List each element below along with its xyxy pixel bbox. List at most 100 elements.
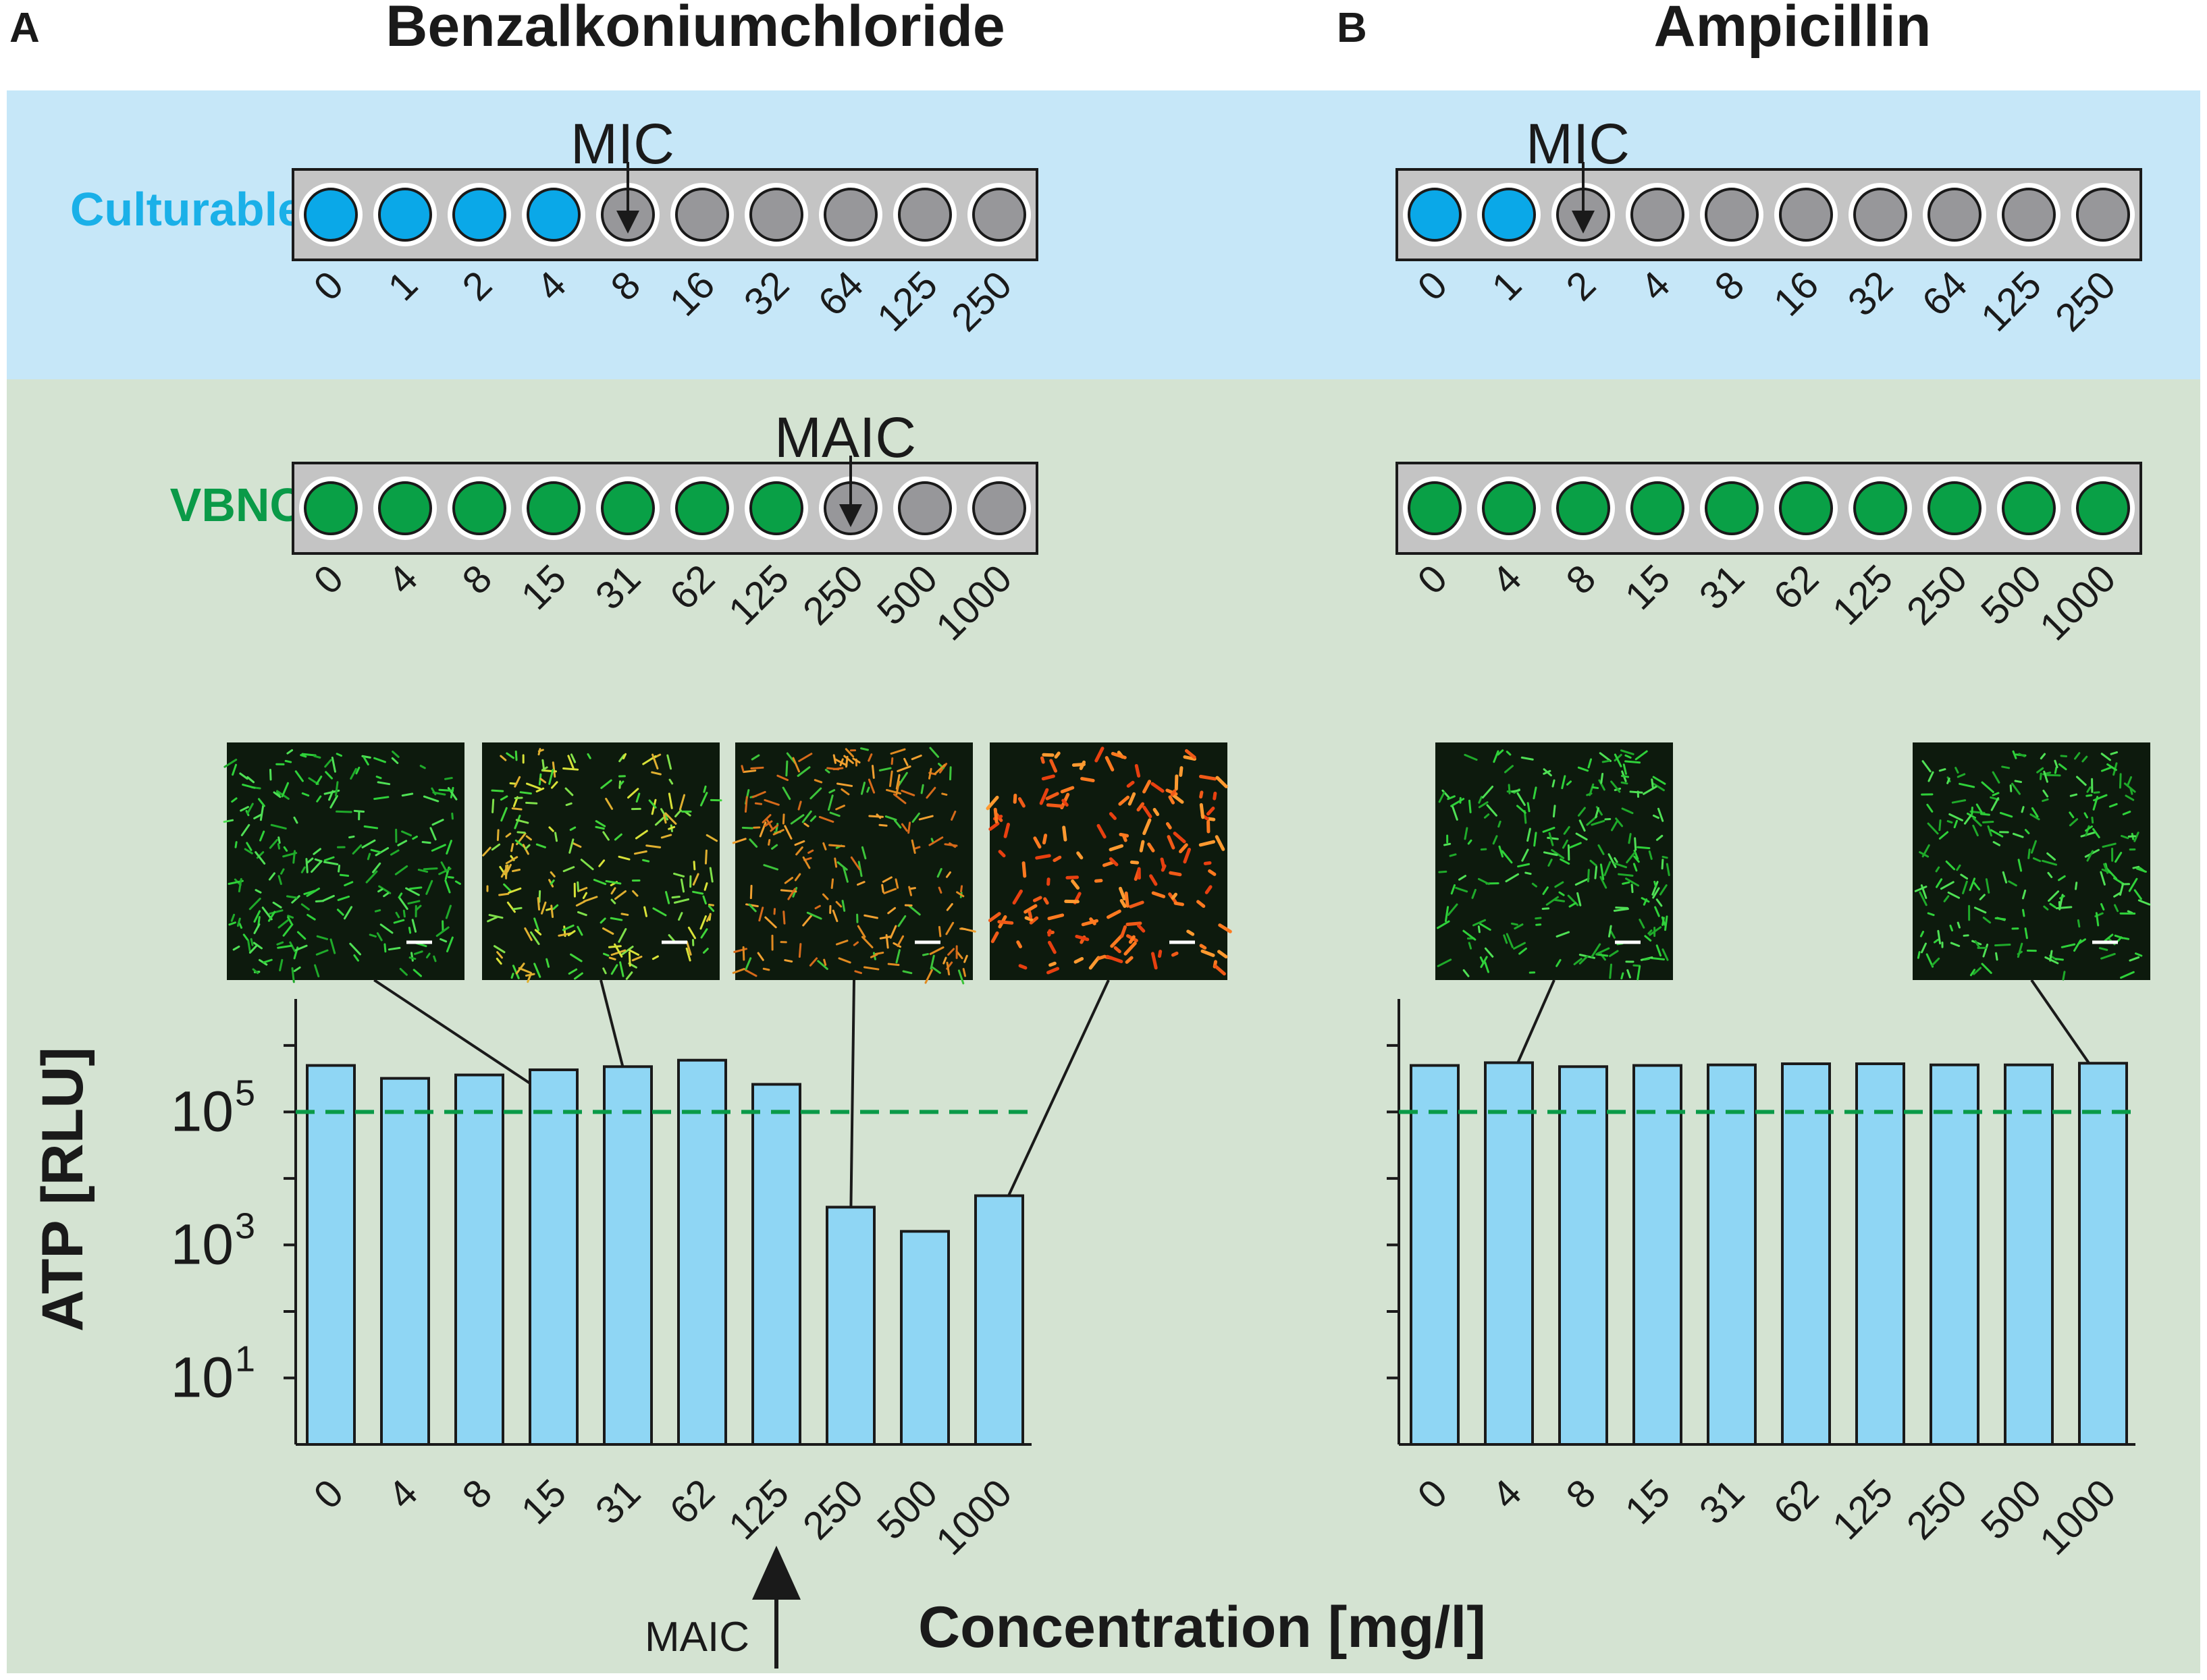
cell-mark xyxy=(567,755,575,769)
cell-mark xyxy=(444,777,453,780)
cell-mark xyxy=(1987,825,1993,837)
cell-mark xyxy=(525,782,541,790)
cell-mark xyxy=(1171,892,1178,900)
cell-mark xyxy=(1597,844,1605,855)
cell-mark xyxy=(1981,781,1994,793)
cell-mark xyxy=(535,843,546,848)
cell-mark xyxy=(947,948,955,956)
cell-mark xyxy=(2135,867,2147,873)
cell-mark xyxy=(574,972,583,980)
micrograph-frame xyxy=(482,742,720,980)
cell-mark xyxy=(801,810,812,823)
cell-mark xyxy=(1999,811,2013,818)
cell-mark xyxy=(595,820,606,828)
cell-mark xyxy=(1994,917,2006,921)
cell-mark xyxy=(2040,753,2046,760)
cell-mark xyxy=(240,823,250,836)
cell-mark xyxy=(1535,917,1542,920)
cell-mark xyxy=(924,969,933,984)
cell-mark xyxy=(583,896,598,902)
cell-mark xyxy=(1102,860,1116,867)
cell-mark xyxy=(375,776,382,780)
cell-mark xyxy=(390,849,400,856)
cell-mark xyxy=(273,791,282,798)
cell-mark xyxy=(569,826,577,831)
cell-mark xyxy=(1655,834,1664,841)
cell-mark xyxy=(535,787,545,792)
cell-mark xyxy=(1653,880,1657,888)
cell-mark xyxy=(334,781,339,797)
cell-mark xyxy=(860,747,870,751)
well xyxy=(824,188,878,242)
cell-mark xyxy=(313,755,321,759)
cell-mark xyxy=(668,792,673,809)
marker-arrowhead xyxy=(839,504,862,527)
cell-mark xyxy=(1200,949,1215,957)
cell-mark xyxy=(2119,773,2122,789)
cell-mark xyxy=(2021,806,2025,813)
cell-mark xyxy=(1963,815,1972,825)
cell-mark xyxy=(956,891,965,898)
cell-mark xyxy=(608,956,616,960)
cell-mark xyxy=(660,834,672,839)
cell-mark xyxy=(1651,881,1659,896)
cell-mark xyxy=(857,925,866,938)
cell-mark xyxy=(336,909,344,916)
cell-mark xyxy=(666,754,672,770)
cell-mark xyxy=(1610,930,1616,939)
cell-mark xyxy=(618,928,627,943)
cell-mark xyxy=(885,934,889,949)
well xyxy=(2002,188,2056,242)
y-tick-exponent: 3 xyxy=(235,1205,255,1246)
cell-mark xyxy=(277,944,293,949)
cell-mark xyxy=(843,867,849,883)
cell-mark xyxy=(1468,942,1472,950)
cell-mark xyxy=(949,842,957,848)
cell-mark xyxy=(394,865,408,875)
cell-mark xyxy=(2011,782,2021,795)
cell-mark xyxy=(934,763,946,776)
cell-mark xyxy=(503,883,512,892)
cell-mark xyxy=(744,796,748,813)
cell-mark xyxy=(1955,767,1959,774)
cell-mark xyxy=(876,813,882,819)
cell-mark xyxy=(1080,777,1095,782)
cell-mark xyxy=(1594,865,1598,879)
cell-mark xyxy=(902,970,913,975)
cell-mark xyxy=(860,782,866,795)
well xyxy=(1705,188,1759,242)
well xyxy=(601,481,655,535)
cell-mark xyxy=(1633,849,1639,860)
cell-mark xyxy=(882,876,893,883)
cell-mark xyxy=(269,838,278,849)
micrograph-connector xyxy=(373,979,541,1091)
cell-mark xyxy=(2014,780,2023,784)
cell-mark xyxy=(487,916,498,923)
cell-mark xyxy=(931,966,941,974)
cell-mark xyxy=(413,969,423,977)
cell-mark xyxy=(1661,859,1664,870)
cell-mark xyxy=(817,960,828,970)
cell-mark xyxy=(1012,889,1023,905)
cell-mark xyxy=(1111,752,1127,759)
cell-mark xyxy=(1615,906,1628,909)
micrograph xyxy=(482,742,722,1087)
cell-mark xyxy=(693,861,696,871)
marker-label: MIC xyxy=(570,112,674,175)
cell-mark xyxy=(1450,884,1456,895)
cell-mark xyxy=(506,901,516,913)
cell-mark xyxy=(888,770,893,788)
cell-mark xyxy=(2113,892,2121,898)
cell-mark xyxy=(550,904,554,918)
cell-mark xyxy=(828,844,845,848)
cell-mark xyxy=(1957,773,1966,778)
cell-mark xyxy=(732,968,745,974)
cell-mark xyxy=(1618,873,1634,877)
cell-mark xyxy=(2024,927,2028,940)
cell-mark xyxy=(491,843,501,851)
cell-mark xyxy=(1462,969,1470,977)
cell-mark xyxy=(253,923,261,934)
cell-mark xyxy=(2129,956,2140,962)
cell-mark xyxy=(911,839,916,855)
cell-mark xyxy=(1032,896,1042,902)
